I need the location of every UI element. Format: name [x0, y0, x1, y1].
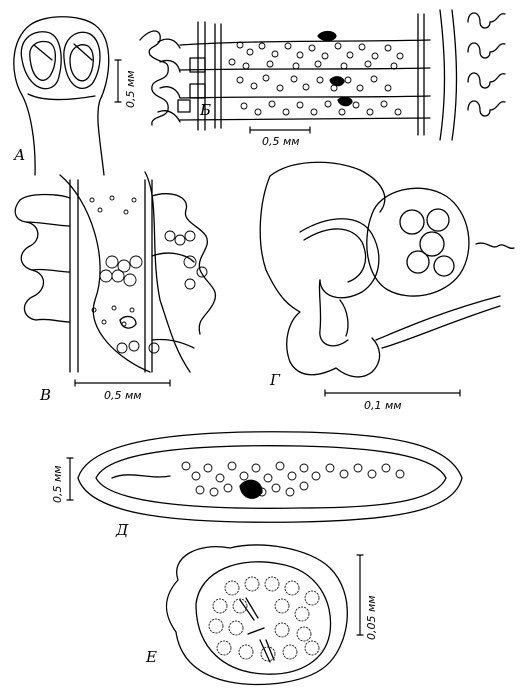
panel-e-drawing	[165, 544, 348, 686]
scale-bar-d	[66, 457, 74, 501]
scale-bar-b	[249, 126, 311, 134]
panel-label-g: Г	[270, 371, 280, 389]
panel-label-b: Б	[200, 101, 212, 119]
scale-bar-v	[74, 379, 171, 387]
scale-bars	[66, 59, 461, 636]
scale-label-b: 0,5 мм	[262, 135, 300, 148]
scale-label-g: 0,1 мм	[364, 399, 402, 412]
panel-label-e: Е	[146, 648, 157, 666]
panel-label-v: В	[40, 386, 52, 404]
scale-bar-a	[114, 59, 122, 103]
scale-label-v: 0,5 мм	[104, 389, 142, 402]
scale-label-a: 0,5 мм	[124, 70, 137, 108]
scale-bar-g	[324, 389, 461, 397]
panel-v-drawing	[14, 171, 217, 373]
scale-bar-e	[356, 554, 364, 636]
scale-label-d: 0,5 мм	[51, 465, 64, 503]
scale-label-e: 0,05 мм	[365, 595, 378, 640]
panel-b-drawing	[139, 9, 506, 141]
panel-label-a: А	[14, 146, 26, 164]
panel-d-drawing	[77, 431, 463, 523]
panel-a-drawing	[13, 16, 110, 176]
panel-g-drawing	[259, 161, 515, 378]
panel-label-d: Д	[116, 521, 129, 539]
